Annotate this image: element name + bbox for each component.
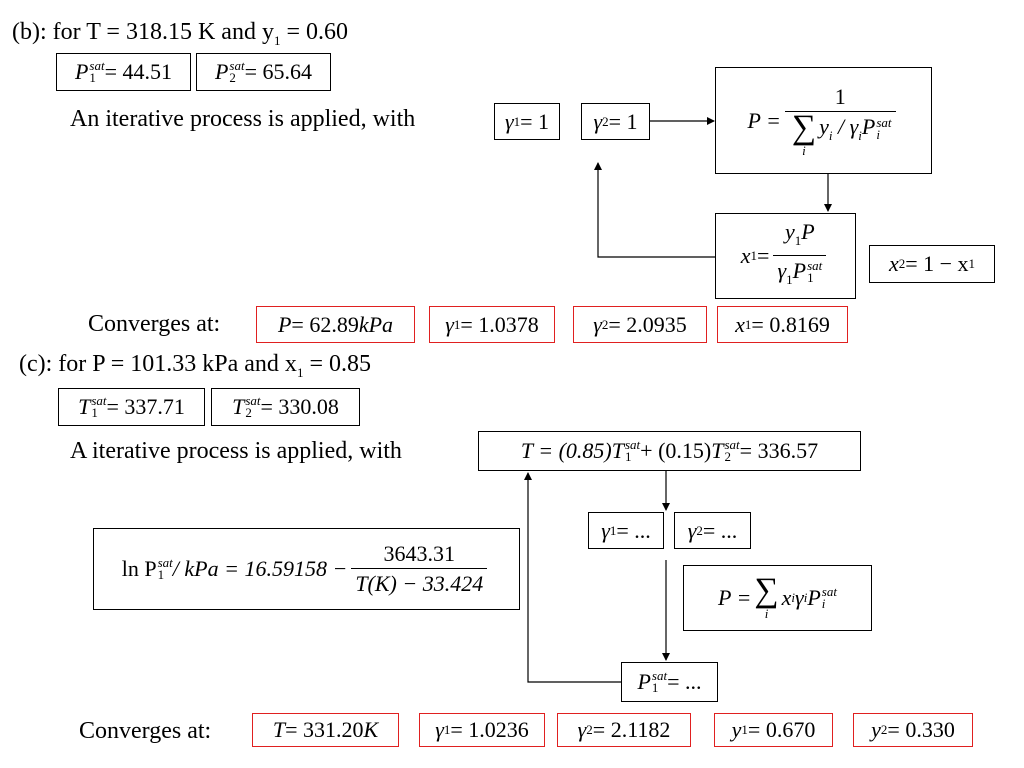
part-c-converges-label: Converges at: [79, 718, 212, 744]
arrow-psat-feedback [524, 472, 621, 683]
part-b-iterative-text: An iterative process is applied, with [70, 106, 416, 132]
arrow-x1-feedback [594, 162, 715, 258]
result-pressure-box: P = 62.89 kPa [256, 306, 415, 343]
part-c-iterative-text: A iterative process is applied, with [70, 438, 402, 464]
part-b-heading: (b): for T = 318.15 K and y1 = 0.60 [12, 19, 348, 48]
part-c-heading: (c): for P = 101.33 kPa and x1 = 0.85 [19, 351, 371, 380]
part-b-converges-label: Converges at: [88, 311, 221, 337]
